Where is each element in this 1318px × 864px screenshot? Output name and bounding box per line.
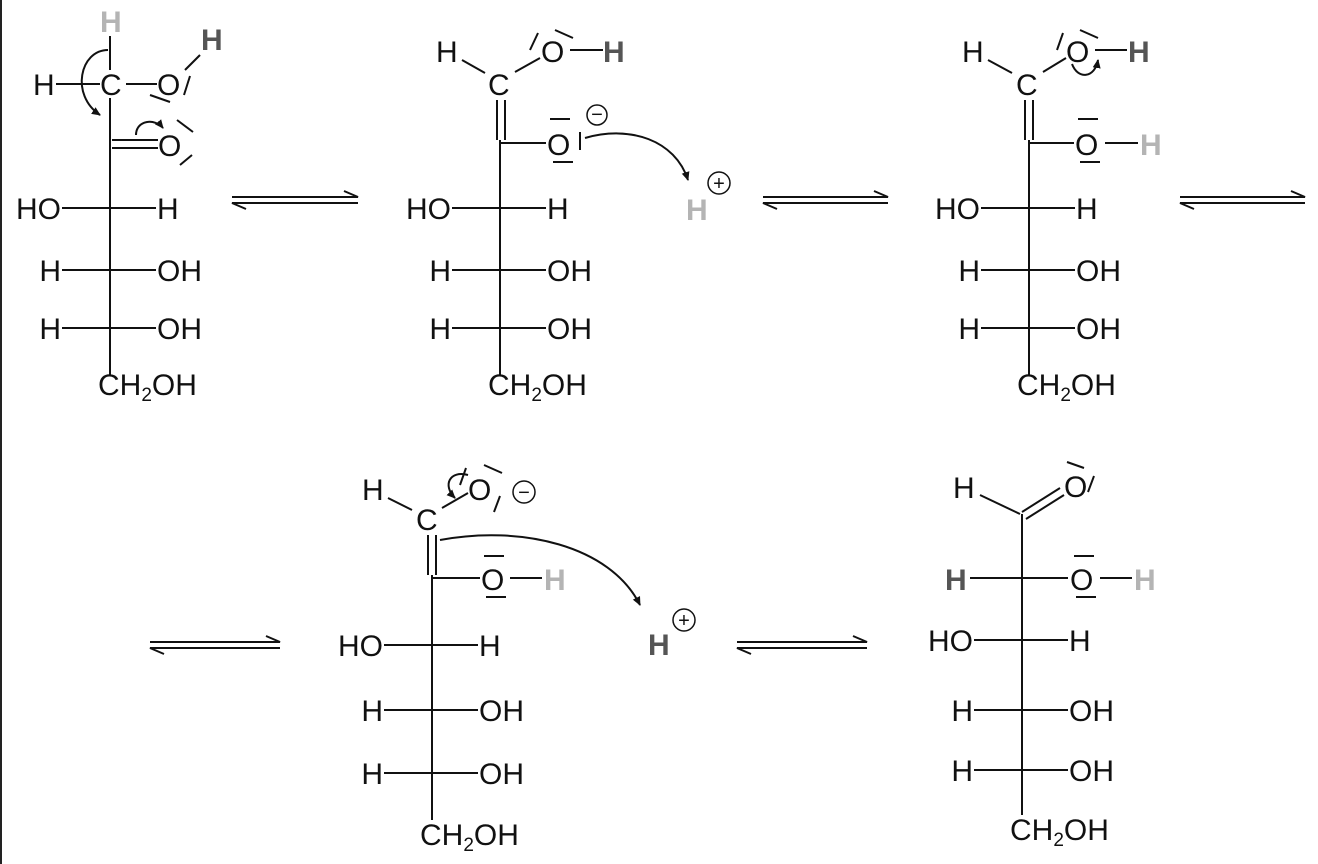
- row-left-label: H: [951, 695, 973, 728]
- window-border: [0, 0, 2, 864]
- row-left-label: HO: [406, 193, 451, 226]
- atom-h: H: [362, 474, 384, 507]
- row-right-label: H: [157, 193, 179, 226]
- atom-h: H: [953, 472, 975, 505]
- row-right-label: OH: [157, 255, 202, 288]
- equilibrium-arrow-2: [762, 190, 889, 210]
- atom-o: O: [541, 36, 564, 69]
- row-right-label: H: [1069, 625, 1091, 658]
- row-left-label: H: [958, 313, 980, 346]
- ch2oh-label: CH2OH: [488, 369, 587, 406]
- charge-plus: +: [713, 173, 725, 195]
- equilibrium-arrow-3: [1179, 190, 1306, 210]
- row-right-label: OH: [479, 758, 524, 791]
- atom-h: H: [33, 69, 55, 102]
- row-left-label: HO: [935, 193, 980, 226]
- equilibrium-arrow-4: [149, 635, 281, 655]
- atom-h-dark: H: [603, 36, 625, 69]
- row-right-label: OH: [1069, 695, 1114, 728]
- charge-plus: +: [678, 610, 690, 632]
- row-left-label: HO: [338, 630, 383, 663]
- row-right-label: OH: [1076, 255, 1121, 288]
- ch2oh-label: CH2OH: [1017, 369, 1116, 406]
- atom-h-light: H: [100, 6, 122, 39]
- structure-3-top: H C O H O H: [962, 29, 1162, 375]
- curved-arrow-hydride: [80, 49, 109, 116]
- row-right-label: OH: [547, 255, 592, 288]
- atom-o: O: [1075, 129, 1098, 162]
- atom-c: C: [416, 504, 438, 537]
- positive-charge-icon: [672, 608, 696, 632]
- curved-arrow-lone-pair: [446, 473, 469, 499]
- structure-2-top: H C O H O − H +: [436, 29, 731, 375]
- row-left-label: H: [951, 755, 973, 788]
- row-left-label: HO: [16, 193, 61, 226]
- row-left-label: H: [429, 313, 451, 346]
- row-left-label: H: [361, 695, 383, 728]
- row-left-label: HO: [928, 625, 973, 658]
- row-right-label: H: [1076, 193, 1098, 226]
- structure-5-top: H O H O H: [945, 461, 1156, 815]
- negative-charge-icon: [586, 104, 608, 126]
- atom-h: H: [436, 36, 458, 69]
- curved-arrow-carbonyl: [135, 119, 164, 136]
- row-left-label: H: [39, 313, 61, 346]
- positive-charge-icon: [707, 171, 731, 195]
- row-right-label: OH: [157, 313, 202, 346]
- atom-o: O: [468, 474, 491, 507]
- curved-arrow-protonation: [439, 534, 641, 606]
- negative-charge-icon: [512, 480, 536, 504]
- row-right-label: H: [547, 193, 569, 226]
- atom-c: C: [488, 69, 510, 102]
- charge-minus: −: [591, 104, 603, 126]
- atom-h-dark: H: [945, 564, 967, 597]
- atom-h-dark: H: [1128, 36, 1150, 69]
- atom-h-light: H: [1134, 564, 1156, 597]
- atom-o-anion: O: [547, 129, 570, 162]
- equilibrium-arrows: [149, 190, 1306, 655]
- row-right-label: OH: [1076, 313, 1121, 346]
- ch2oh-label: CH2OH: [420, 819, 519, 856]
- atom-c: C: [100, 69, 122, 102]
- row-right-label: OH: [479, 695, 524, 728]
- atom-o: O: [1070, 564, 1093, 597]
- row-left-label: H: [361, 758, 383, 791]
- atom-h: H: [962, 36, 984, 69]
- atom-o-aldehyde: O: [1064, 471, 1087, 504]
- atom-o-carbonyl: O: [158, 130, 181, 163]
- proton-h: H: [686, 194, 708, 227]
- atom-h-dark: H: [201, 24, 223, 57]
- atom-c: C: [1016, 69, 1038, 102]
- structure-4-top: H C O − O H H +: [362, 464, 696, 820]
- row-right-label: H: [479, 630, 501, 663]
- curved-arrow-oh: [1071, 59, 1101, 76]
- row-right-label: OH: [547, 313, 592, 346]
- row-left-label: H: [429, 255, 451, 288]
- atom-o: O: [157, 69, 180, 102]
- atom-h-light: H: [544, 564, 566, 597]
- curved-arrow-deprotonation: [584, 132, 690, 181]
- structure-1-top: H H C O H O: [33, 6, 223, 375]
- proton-h: H: [648, 629, 670, 662]
- charge-minus: −: [518, 482, 530, 504]
- row-left-label: H: [958, 255, 980, 288]
- ch2oh-label: CH2OH: [1010, 814, 1109, 851]
- atom-o: O: [1066, 36, 1089, 69]
- equilibrium-arrow-5: [736, 635, 868, 655]
- atom-o: O: [481, 564, 504, 597]
- ch2oh-label: CH2OH: [98, 369, 197, 406]
- row-left-label: H: [39, 255, 61, 288]
- row-right-label: OH: [1069, 755, 1114, 788]
- equilibrium-arrow-1: [231, 190, 359, 210]
- atom-h-light: H: [1140, 129, 1162, 162]
